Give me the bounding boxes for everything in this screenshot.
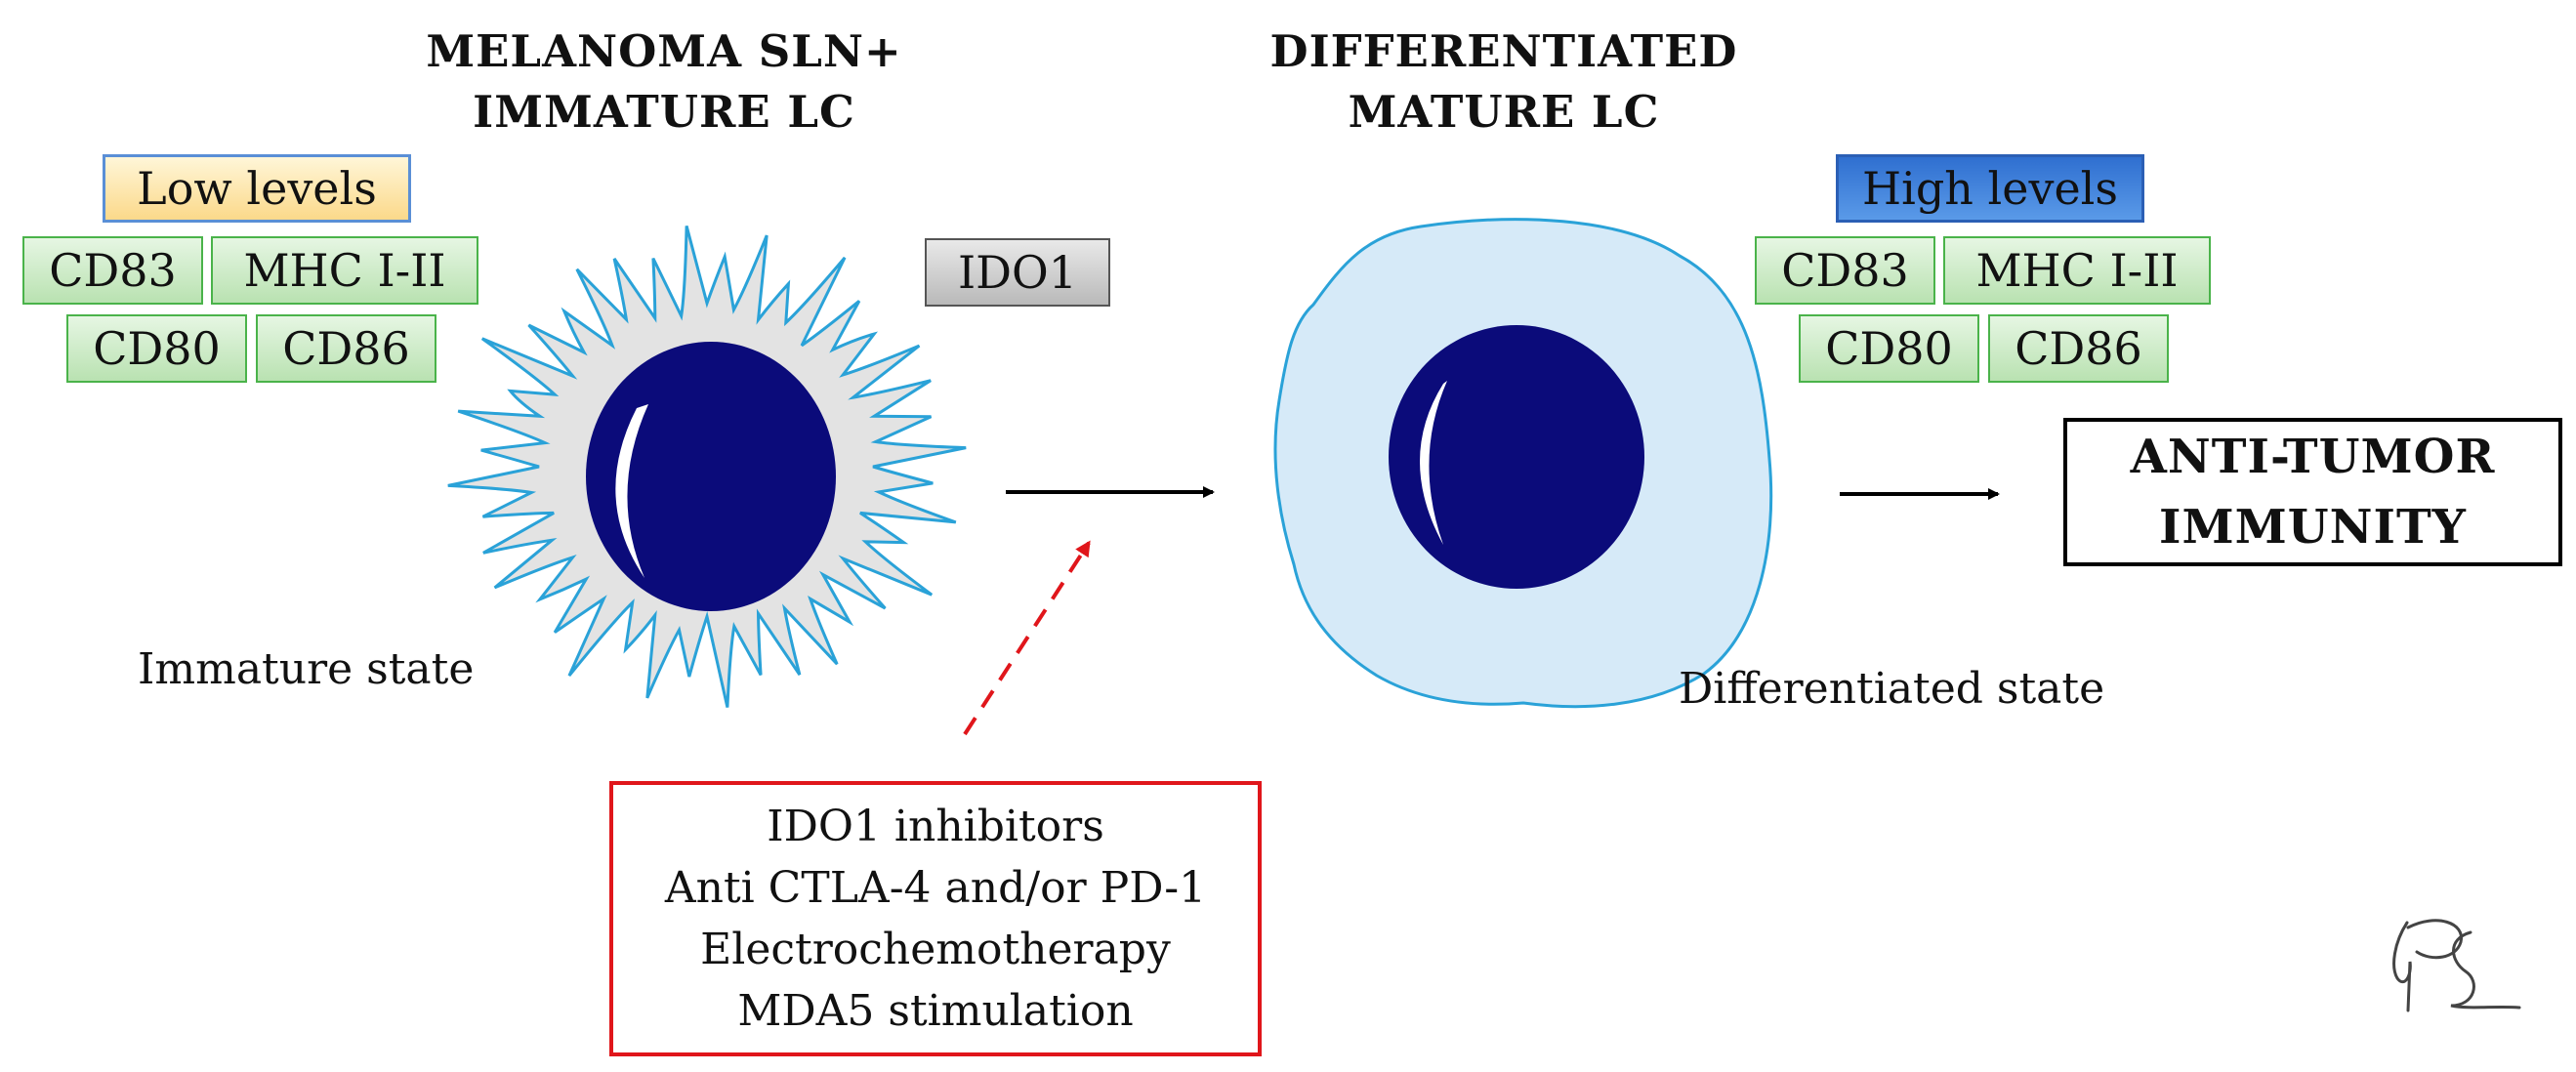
mature-cell-nucleus <box>1389 325 1644 589</box>
left-title-line2: IMMATURE LC <box>473 86 855 138</box>
anti-tumor-immunity-box: ANTI-TUMOR IMMUNITY <box>2063 418 2562 566</box>
treatment-item: IDO1 inhibitors <box>767 802 1104 851</box>
signature-mark <box>2392 919 2521 1012</box>
ido1-badge: IDO1 <box>925 238 1110 307</box>
outcome-line2: IMMUNITY <box>2159 500 2467 555</box>
treatment-box: IDO1 inhibitors Anti CTLA-4 and/or PD-1 … <box>609 781 1262 1056</box>
mature-nucleus-highlight <box>1420 381 1447 545</box>
left-title: MELANOMA SLN+ IMMATURE LC <box>391 21 937 143</box>
right-marker-cd80: CD80 <box>1799 314 1979 383</box>
left-marker-cd86: CD86 <box>256 314 436 383</box>
immature-nucleus-highlight <box>615 404 648 578</box>
differentiated-state-label: Differentiated state <box>1679 664 2105 714</box>
treatment-item: MDA5 stimulation <box>737 986 1134 1036</box>
left-marker-cd80: CD80 <box>66 314 247 383</box>
right-title-line1: DIFFERENTIATED <box>1269 25 1738 77</box>
left-marker-cd83: CD83 <box>22 236 203 305</box>
treatment-item: Electrochemotherapy <box>700 925 1171 974</box>
treatment-arrow <box>963 540 1091 736</box>
right-title: DIFFERENTIATED MATURE LC <box>1230 21 1777 143</box>
right-marker-cd83: CD83 <box>1755 236 1935 305</box>
outcome-line1: ANTI-TUMOR <box>2130 430 2496 484</box>
right-marker-cd86: CD86 <box>1988 314 2169 383</box>
left-title-line1: MELANOMA SLN+ <box>426 25 902 77</box>
right-marker-mhc: MHC I-II <box>1943 236 2211 305</box>
immature-state-label: Immature state <box>138 644 475 694</box>
high-levels-badge: High levels <box>1836 154 2144 223</box>
immature-cell-nucleus <box>586 342 836 611</box>
left-marker-mhc: MHC I-II <box>211 236 478 305</box>
low-levels-badge: Low levels <box>103 154 411 223</box>
right-title-line2: MATURE LC <box>1348 86 1660 138</box>
treatment-item: Anti CTLA-4 and/or PD-1 <box>664 863 1207 913</box>
